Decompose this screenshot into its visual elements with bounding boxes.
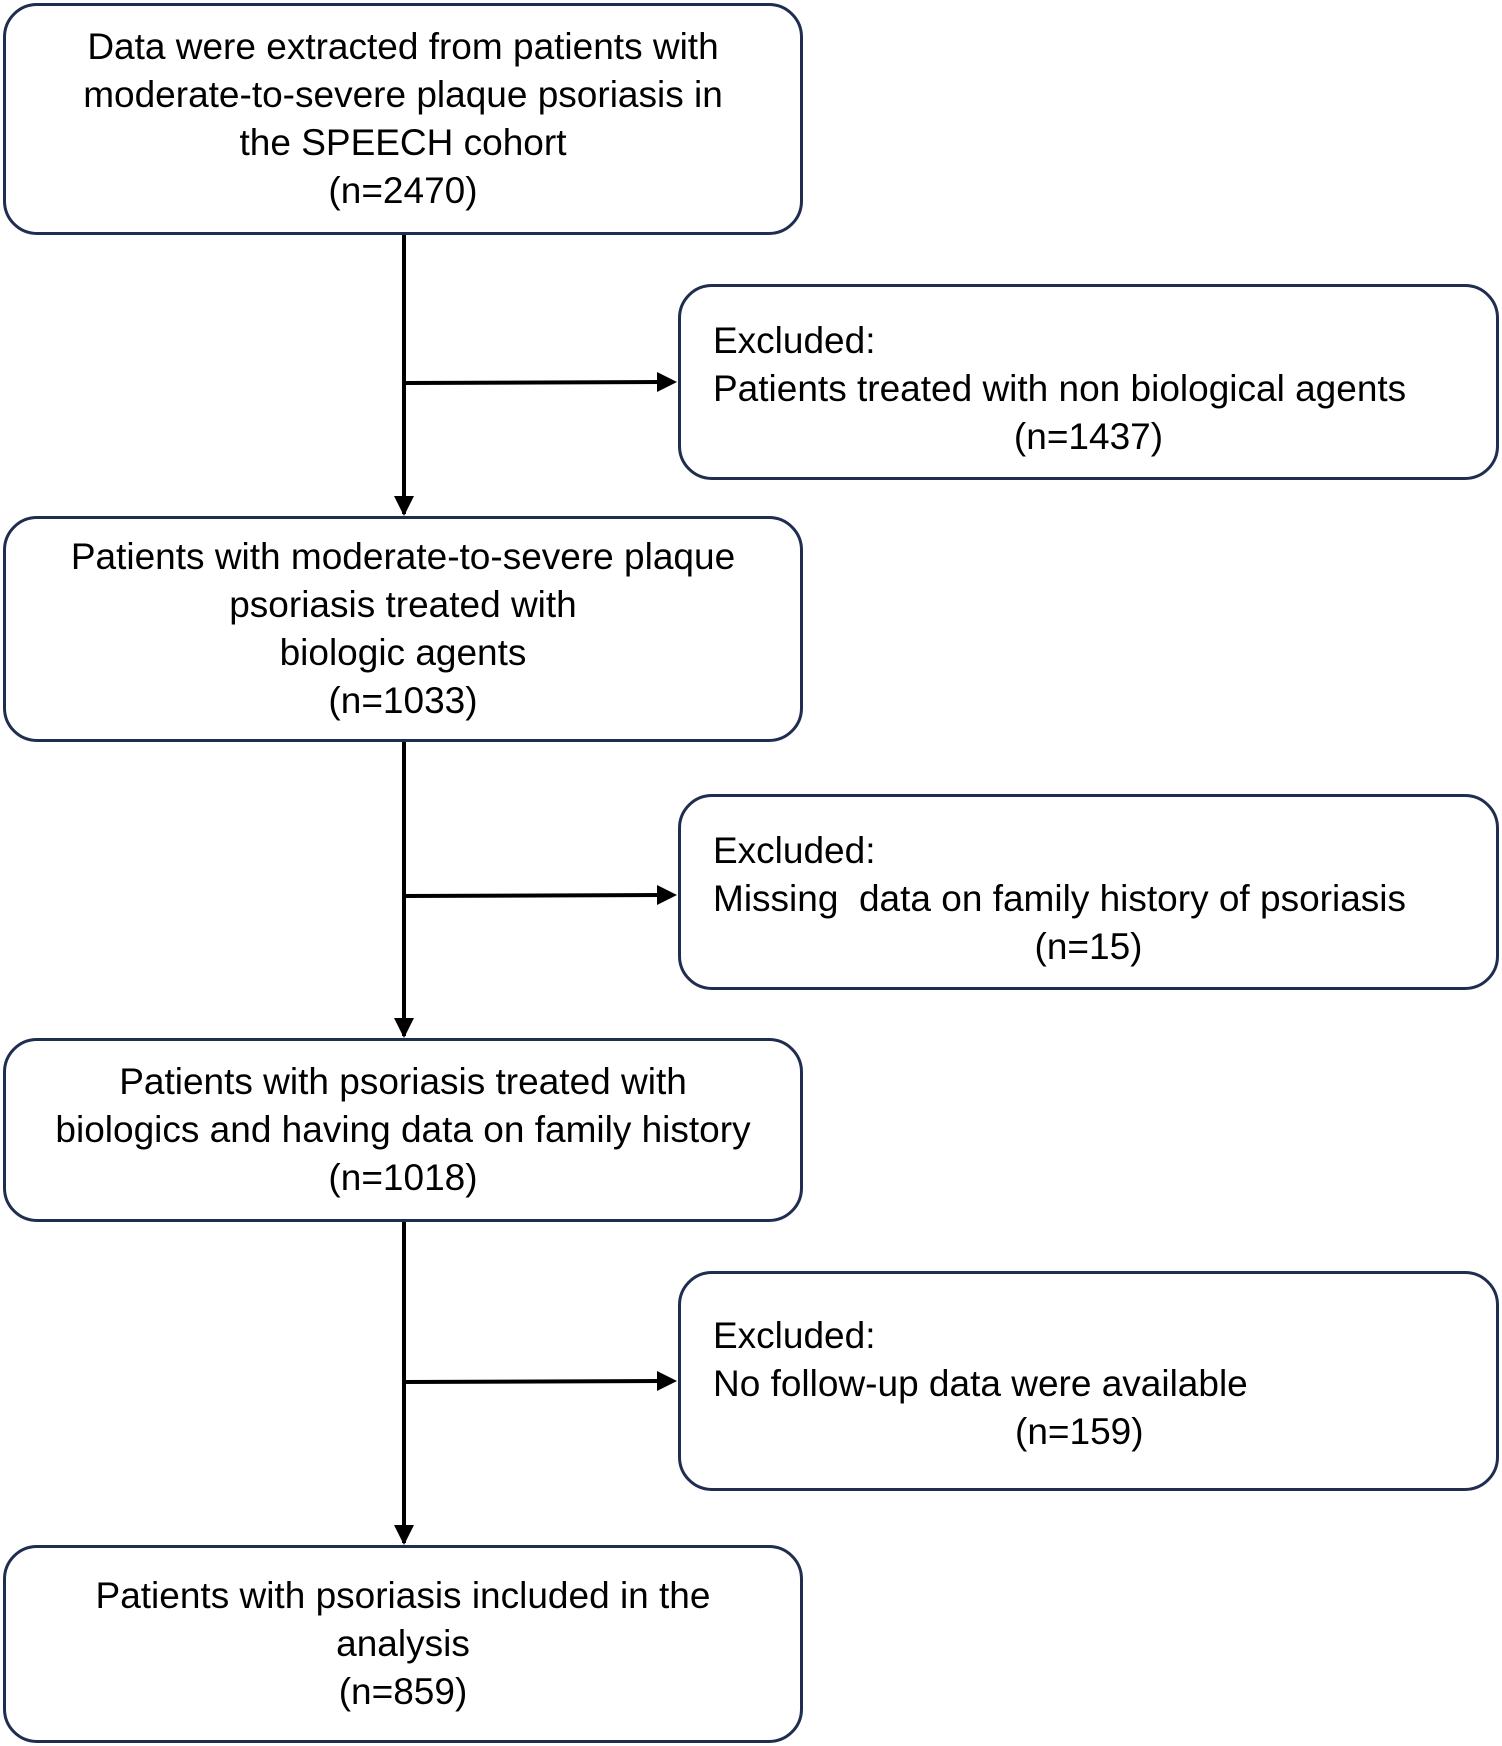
step-count: (n=1018) [328, 1157, 478, 1198]
flow-step-included-analysis: Patients with psoriasis included in the … [3, 1545, 803, 1743]
exclusion-heading: Excluded: [713, 320, 876, 361]
exclusion-heading: Excluded: [713, 1315, 876, 1356]
exclusion-box-non-biological: Excluded: Patients treated with non biol… [678, 284, 1499, 480]
step-count: (n=859) [338, 1671, 468, 1712]
arrowhead-right-3 [657, 1371, 677, 1391]
step-text-line: moderate-to-severe plaque psoriasis in [83, 74, 723, 115]
branch-arrow-3 [403, 1379, 661, 1384]
step-text-line: biologics and having data on family hist… [55, 1109, 751, 1150]
exclusion-count: (n=159) [1015, 1411, 1144, 1452]
arrowhead-down-2 [394, 1018, 414, 1038]
exclusion-count: (n=15) [1034, 926, 1143, 967]
branch-arrow-1 [403, 380, 661, 385]
step-text-line: psoriasis treated with [229, 584, 577, 625]
step-text-line: analysis [336, 1623, 470, 1664]
exclusion-box-no-follow-up: Excluded: No follow-up data were availab… [678, 1271, 1499, 1491]
arrowhead-down-1 [394, 496, 414, 516]
step-count: (n=1033) [328, 680, 478, 721]
arrowhead-down-3 [394, 1525, 414, 1545]
exclusion-box-missing-family-history: Excluded: Missing data on family history… [678, 794, 1499, 990]
step-text-line: Patients with psoriasis treated with [119, 1061, 687, 1102]
flow-step-family-history: Patients with psoriasis treated with bio… [3, 1038, 803, 1222]
step-text-line: biologic agents [279, 632, 527, 673]
step-text-line: Patients with moderate-to-severe plaque [70, 536, 736, 577]
step-text-line: Data were extracted from patients with [87, 26, 719, 67]
branch-arrow-2 [403, 893, 661, 898]
step-text-line: the SPEECH cohort [239, 122, 567, 163]
exclusion-reason: No follow-up data were available [713, 1363, 1248, 1404]
arrowhead-right-2 [657, 885, 677, 905]
exclusion-reason: Missing data on family history of psoria… [713, 878, 1406, 919]
flow-step-extraction: Data were extracted from patients with m… [3, 3, 803, 235]
flow-step-biologic-agents: Patients with moderate-to-severe plaque … [3, 516, 803, 742]
exclusion-count: (n=1437) [1013, 416, 1164, 457]
step-text-line: Patients with psoriasis included in the [95, 1575, 711, 1616]
exclusion-reason: Patients treated with non biological age… [713, 368, 1407, 409]
step-count: (n=2470) [328, 170, 478, 211]
exclusion-heading: Excluded: [713, 830, 876, 871]
arrowhead-right-1 [657, 372, 677, 392]
